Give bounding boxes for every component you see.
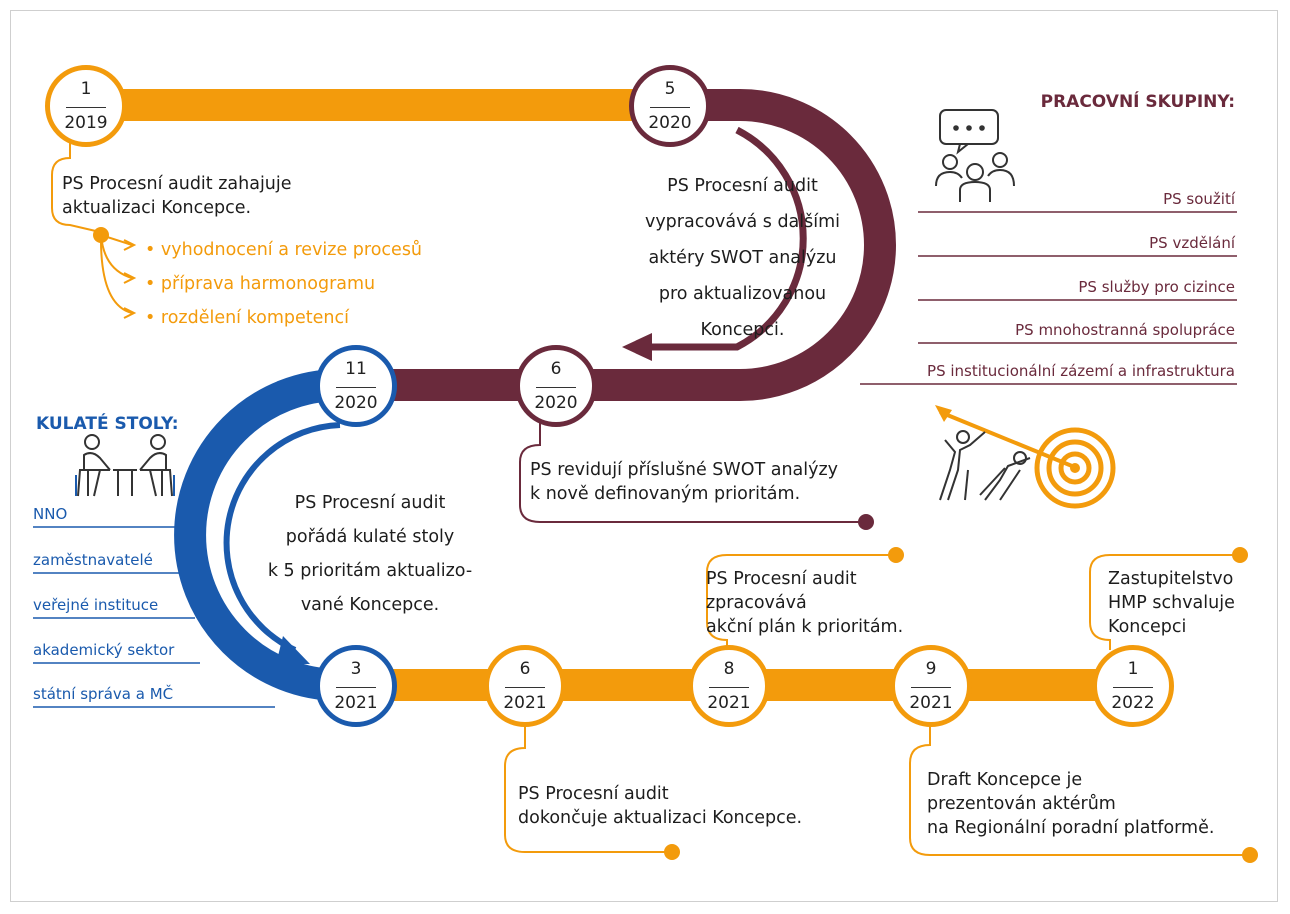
target-archers-icon xyxy=(935,405,1116,509)
step11-text: PS Procesní audit pořádá kulaté stoly k … xyxy=(267,493,473,615)
round-table-item: akademický sektor xyxy=(33,641,175,659)
bullet-item: • vyhodnocení a revize procesů xyxy=(145,240,423,260)
working-group-item: PS služby pro cizince xyxy=(1078,278,1235,296)
step6-2021-text: PS Procesní audit dokončuje aktualizaci … xyxy=(518,784,803,828)
working-groups-title: PRACOVNÍ SKUPINY: xyxy=(1040,92,1235,112)
bullet-item: • rozdělení kompetencí xyxy=(145,308,349,328)
step5-text: PS Procesní audit vypracovává s dalšími … xyxy=(644,176,841,340)
step6-2020-text: PS revidují příslušné SWOT analýzy k nov… xyxy=(530,460,839,504)
track-maroon-curve xyxy=(350,89,896,401)
working-group-item: PS vzdělání xyxy=(1149,234,1235,252)
round-table-item: státní správa a MČ xyxy=(33,685,174,703)
round-table-icon xyxy=(75,434,175,497)
working-group-item: PS institucionální zázemí a infrastruktu… xyxy=(927,362,1235,380)
bullet-item: • příprava harmonogramu xyxy=(145,274,376,294)
arrow-blue-head xyxy=(276,636,310,664)
step1-text: PS Procesní audit zahajuje aktualizaci K… xyxy=(62,174,292,218)
round-tables-title: KULATÉ STOLY: xyxy=(36,414,179,434)
working-group-item: PS mnohostranná spolupráce xyxy=(1015,321,1235,339)
round-table-item: zaměstnavatelé xyxy=(33,551,153,569)
step9-2021-text: Draft Koncepce je prezentován aktérům na… xyxy=(927,770,1215,838)
track-blue-curve xyxy=(174,369,360,701)
frame xyxy=(10,10,1278,902)
step1-2022-text: Zastupitelstvo HMP schvaluje Koncepci xyxy=(1108,569,1235,637)
arrow-blue xyxy=(223,422,341,653)
step8-2021-text: PS Procesní audit zpracovává akční plán … xyxy=(706,569,904,637)
meeting-people-icon xyxy=(935,109,1015,202)
round-table-item: veřejné instituce xyxy=(33,596,159,614)
round-table-item: NNO xyxy=(33,505,68,523)
working-group-item: PS soužití xyxy=(1163,190,1235,208)
arrow-maroon-head xyxy=(622,333,652,361)
step1-bullets: • vyhodnocení a revize procesů • příprav… xyxy=(145,233,422,335)
arrow-maroon xyxy=(640,126,807,351)
